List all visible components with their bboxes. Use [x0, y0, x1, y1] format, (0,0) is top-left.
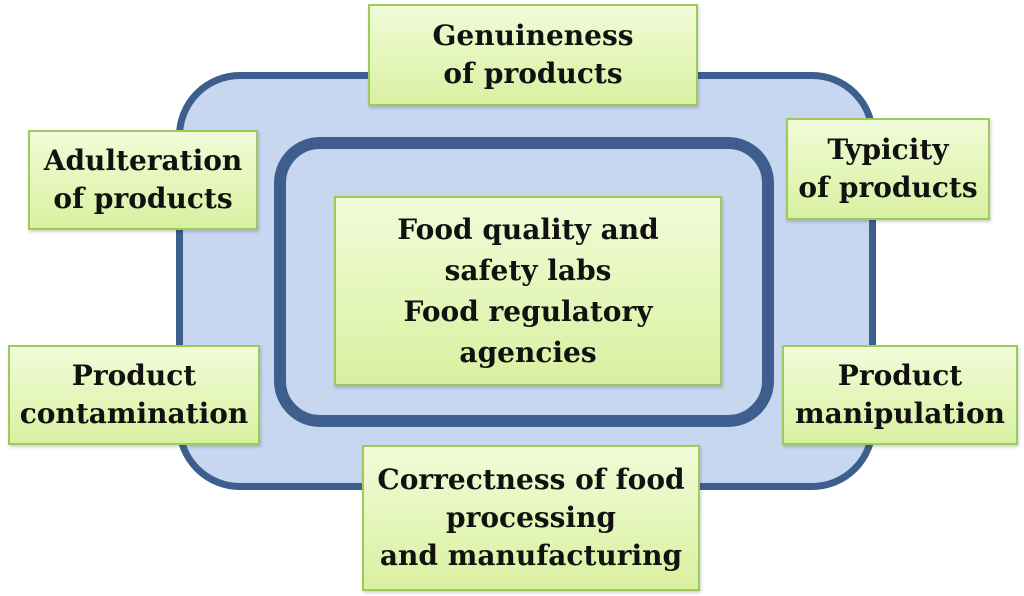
- center-box-line-2: safety labs: [444, 254, 612, 287]
- adulteration-line-1: Adulteration: [43, 144, 243, 177]
- typicity-box: Typicity of products: [786, 118, 990, 220]
- manipulation-box: Product manipulation: [782, 345, 1018, 445]
- correctness-box: Correctness of food processing and manuf…: [362, 445, 700, 591]
- contamination-box: Product contamination: [8, 345, 260, 445]
- center-box-food-labs-agencies: Food quality and safety labs Food regula…: [334, 196, 722, 386]
- correctness-line-1: Correctness of food: [377, 463, 685, 496]
- correctness-line-2: processing: [446, 501, 616, 534]
- genuineness-line-1: Genuineness: [432, 19, 634, 52]
- manipulation-line-2: manipulation: [794, 397, 1006, 430]
- manipulation-line-1: Product: [837, 359, 963, 392]
- contamination-line-2: contamination: [19, 397, 249, 430]
- typicity-line-2: of products: [798, 171, 978, 204]
- genuineness-line-2: of products: [443, 57, 623, 90]
- adulteration-line-2: of products: [53, 182, 233, 215]
- center-box-line-3: Food regulatory: [403, 295, 653, 328]
- typicity-line-1: Typicity: [827, 133, 949, 166]
- contamination-line-1: Product: [71, 359, 197, 392]
- correctness-line-3: and manufacturing: [379, 539, 683, 572]
- center-box-line-4: agencies: [459, 336, 597, 369]
- center-box-line-1: Food quality and: [397, 213, 659, 246]
- adulteration-box: Adulteration of products: [28, 130, 258, 230]
- genuineness-box: Genuineness of products: [368, 4, 698, 106]
